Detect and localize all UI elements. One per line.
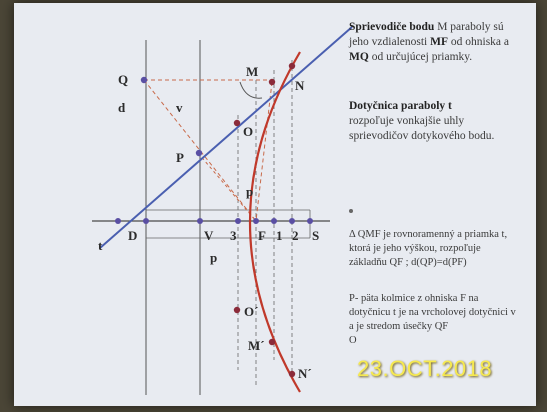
point-N [288, 62, 296, 70]
text-block-pata: P- päta kolmice z ohniska F na dotyčnicu… [349, 292, 521, 348]
text-block-triangle: Δ QMF je rovnoramenný a priamka t, ktorá… [349, 228, 521, 270]
sprievodice-text-c: od určujúcej priamky. [368, 51, 473, 63]
dotycnica-text: rozpoľuje vonkajšie uhly sprievodičov do… [349, 115, 495, 142]
dot-marker [349, 209, 353, 213]
point-O-prime [233, 306, 241, 314]
label-M-prime: M´ [248, 338, 265, 353]
label-d: d [118, 100, 126, 115]
label-D: D [128, 228, 137, 243]
label-Q: Q [118, 72, 128, 87]
point-P [195, 149, 203, 157]
point-Q [140, 76, 148, 84]
tangent-line-t [99, 26, 353, 249]
label-t: t [98, 238, 103, 253]
point-axis-left [115, 218, 121, 224]
dashed-MF [255, 81, 273, 222]
point-1 [271, 218, 277, 224]
projected-slide [14, 3, 536, 406]
point-M [268, 78, 276, 86]
point-O [233, 119, 241, 127]
label-2: 2 [292, 228, 299, 243]
date-stamp: 23.OCT.2018 [357, 356, 493, 381]
parabola-curve [248, 51, 301, 393]
label-v: v [176, 100, 183, 115]
label-p-lower: p [210, 250, 217, 265]
sprievodice-mq: MQ [349, 51, 369, 63]
text-block-sprievodice: Sprievodiče bodu M paraboly sú jeho vzdi… [349, 20, 521, 65]
label-p-small: p [246, 184, 253, 199]
label-V: V [204, 228, 214, 243]
angle-arc [239, 81, 263, 99]
label-S: S [312, 228, 319, 243]
sprievodice-title: Sprievodiče bodu [349, 21, 435, 33]
label-N: N [295, 78, 305, 93]
dashed-QF [143, 79, 257, 222]
sprievodice-text-b: od ohniska a [448, 36, 510, 48]
point-V [197, 218, 203, 224]
sprievodice-mf: MF [430, 36, 449, 48]
label-M: M [246, 64, 258, 79]
point-M-prime [268, 338, 276, 346]
label-F: F [258, 228, 266, 243]
triangle-text: Δ QMF je rovnoramenný a priamka t, ktorá… [349, 229, 508, 268]
label-P: P [176, 150, 184, 165]
point-3 [235, 218, 241, 224]
text-block-dotycnica: Dotyčnica paraboly t rozpoľuje vonkajšie… [349, 99, 521, 144]
label-3: 3 [230, 228, 237, 243]
point-D [143, 218, 149, 224]
dotycnica-title: Dotyčnica paraboly t [349, 100, 452, 112]
label-1: 1 [276, 228, 283, 243]
label-O: O [243, 124, 253, 139]
point-2 [289, 218, 295, 224]
point-S [307, 218, 313, 224]
label-O-prime: O´ [244, 304, 258, 319]
dashed-PF [197, 152, 257, 222]
point-F [253, 218, 259, 224]
pata-tail: O [349, 335, 357, 346]
pata-text: P- päta kolmice z ohniska F na dotyčnicu… [349, 293, 516, 332]
point-N-prime [288, 370, 296, 378]
label-N-prime: N´ [298, 366, 312, 381]
sprievodice-text-a: M paraboly sú jeho vzdialenosti [349, 21, 504, 48]
